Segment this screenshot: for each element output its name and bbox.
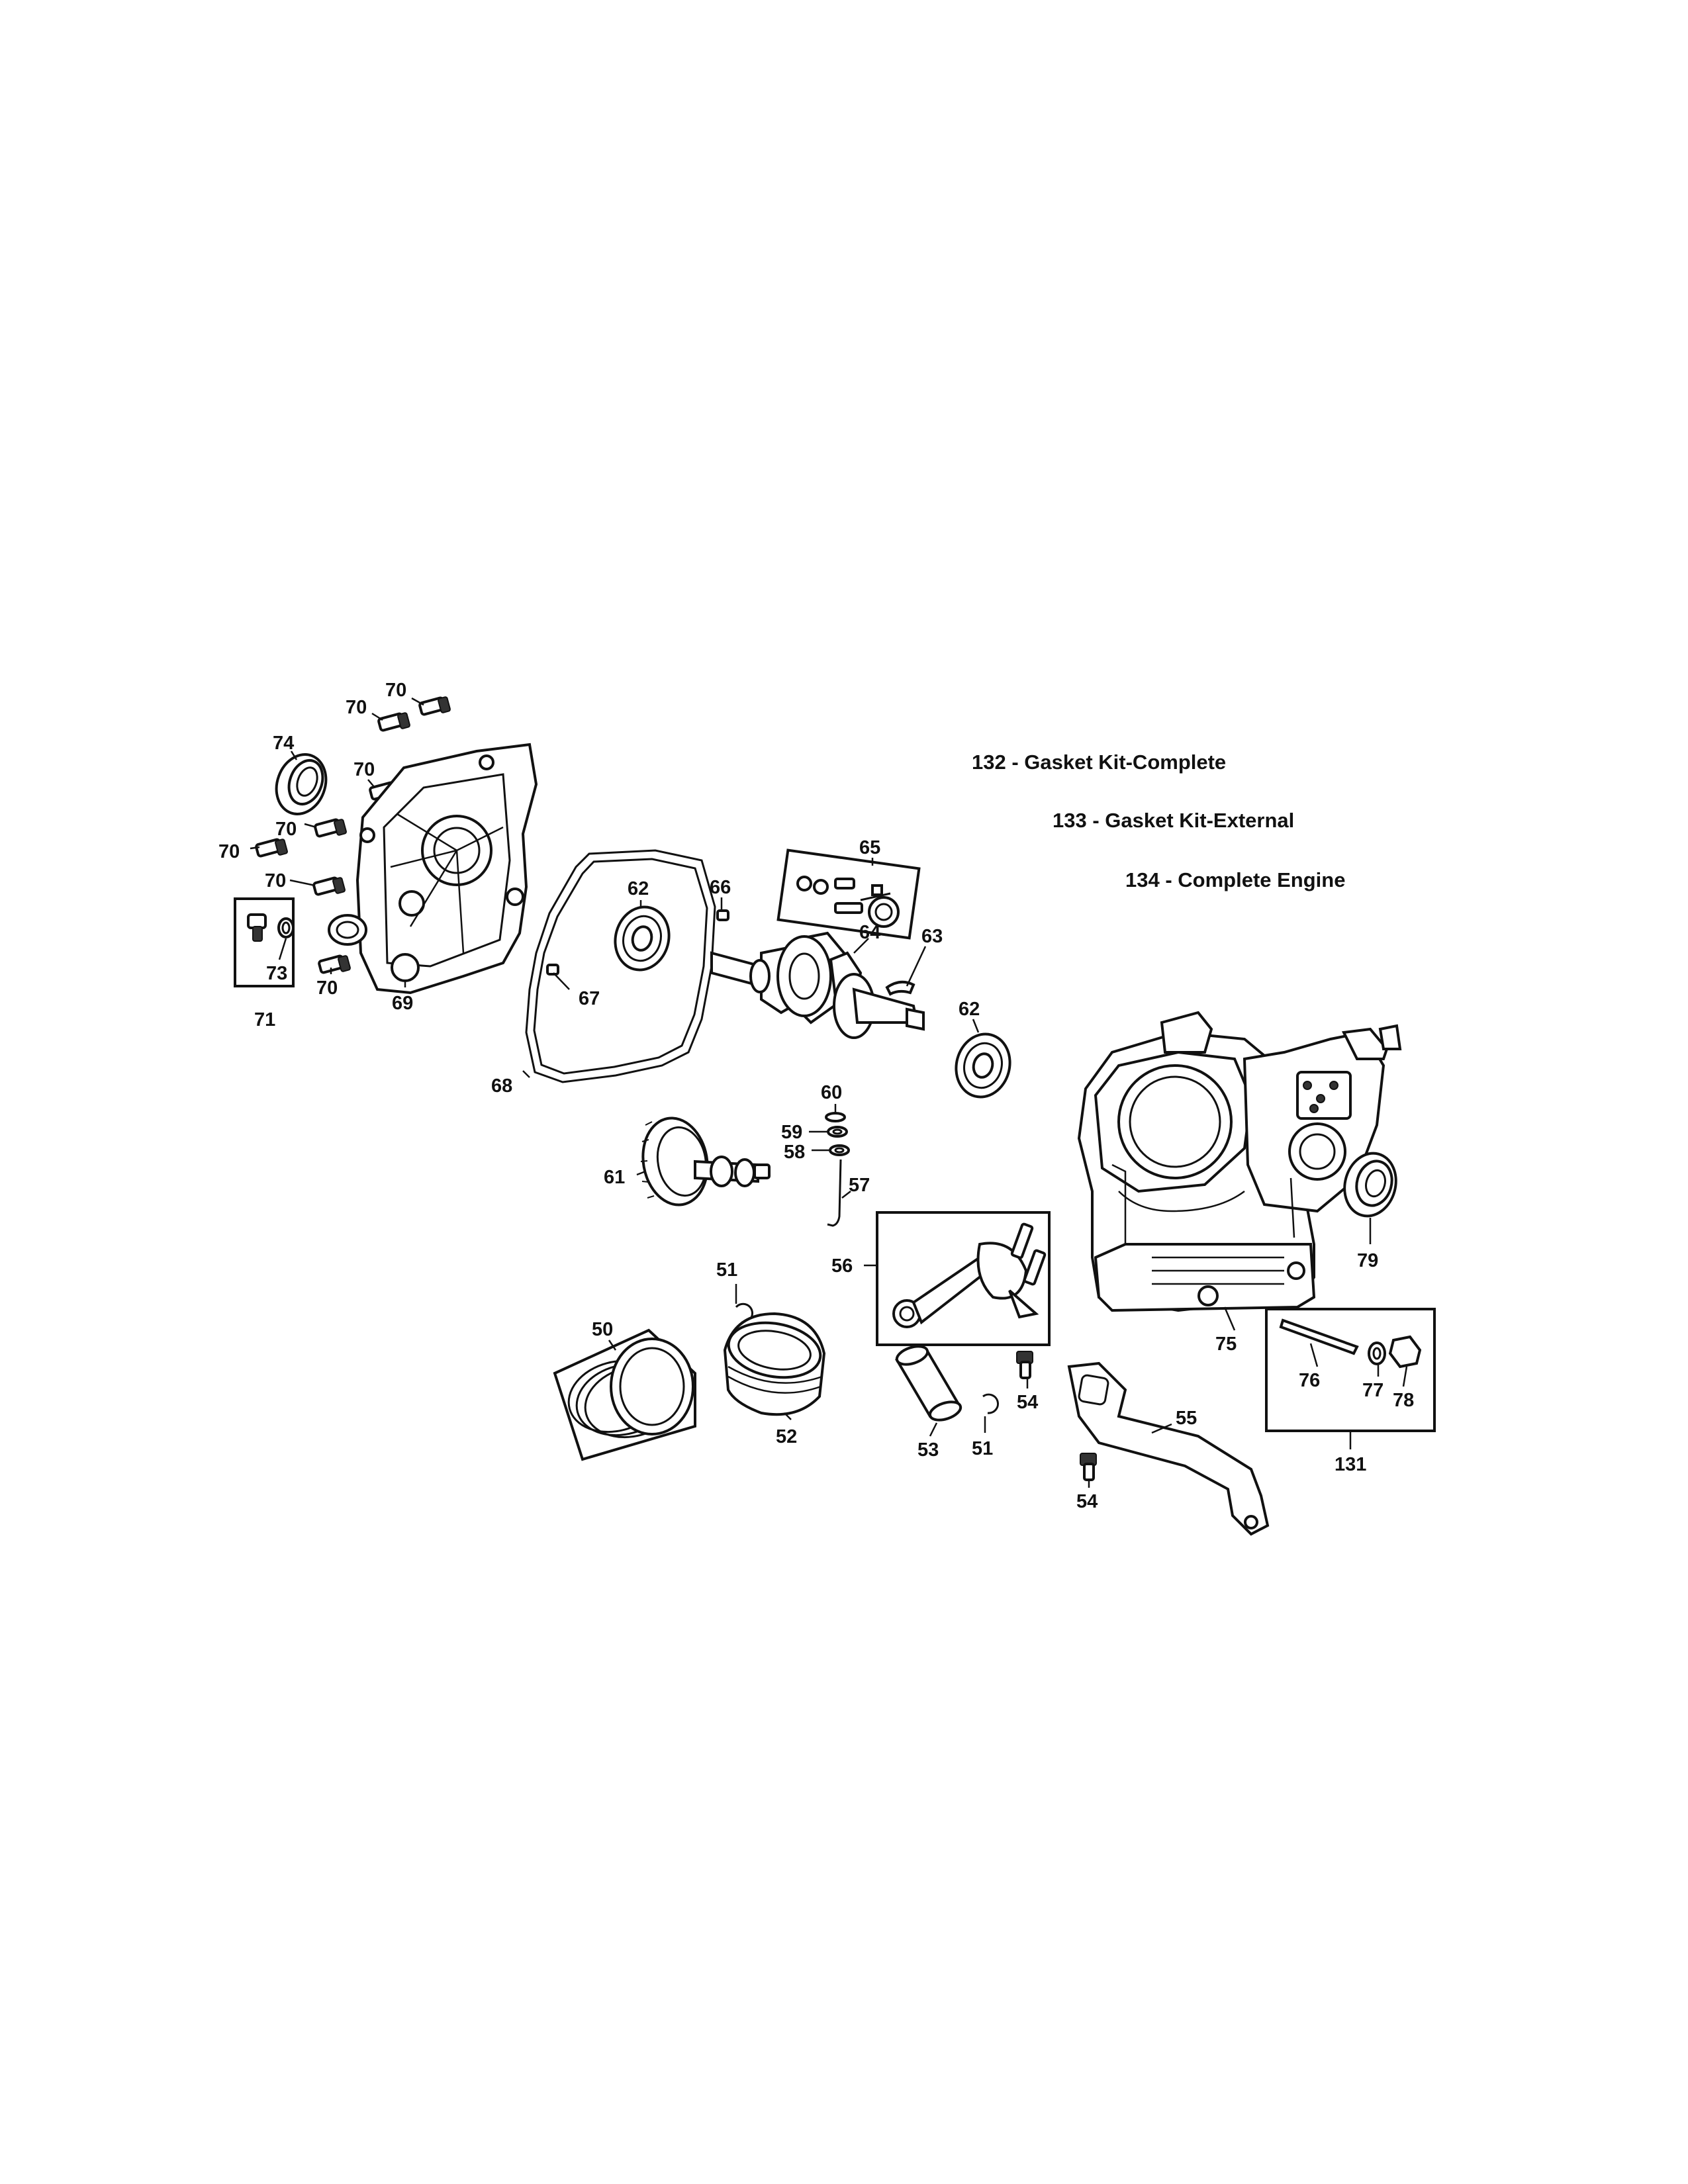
crankcase-cover-69 (328, 743, 538, 995)
leader-lines (250, 697, 1408, 1488)
callout-62-b: 62 (959, 999, 980, 1020)
callout-67: 67 (579, 988, 600, 1009)
oil-seal-79 (1343, 1152, 1397, 1218)
oil-fill-parts-131 (1279, 1318, 1422, 1369)
callout-57: 57 (849, 1175, 870, 1196)
dowel-pin-66 (716, 909, 729, 921)
callout-box-71 (234, 897, 295, 987)
crankshaft-64 (710, 931, 925, 1039)
governor-assembly-65 (796, 876, 900, 928)
callout-66: 66 (710, 877, 731, 898)
callout-77: 77 (1362, 1380, 1383, 1401)
callout-74: 74 (273, 733, 294, 754)
callout-labels: 70 70 74 70 70 70 70 71 73 70 69 62 66 6… (218, 680, 1414, 1512)
callout-61: 61 (604, 1167, 625, 1188)
kit-note-134: 134 - Complete Engine (1125, 868, 1345, 891)
callout-70-b: 70 (346, 697, 367, 718)
callout-63: 63 (921, 926, 943, 947)
callout-50: 50 (592, 1319, 613, 1340)
callout-box-56 (876, 1211, 1051, 1346)
bolt-70-a (418, 696, 451, 716)
piston-pin-53 (895, 1345, 962, 1422)
bolt-70-d (314, 818, 347, 838)
bearing-62-b (955, 1032, 1011, 1099)
bracket-55 (1067, 1361, 1270, 1536)
callout-54-a: 54 (1017, 1392, 1038, 1413)
callout-59: 59 (781, 1122, 802, 1143)
callout-76: 76 (1299, 1370, 1320, 1391)
callout-62-a: 62 (628, 878, 649, 899)
callout-78: 78 (1393, 1390, 1414, 1411)
callout-70-f: 70 (265, 870, 286, 891)
callout-64: 64 (859, 922, 880, 943)
oil-seal-74 (275, 753, 328, 815)
engine-block-75 (1077, 1011, 1402, 1312)
callout-54-b: 54 (1076, 1491, 1098, 1512)
callout-51-b: 51 (972, 1438, 993, 1459)
bolt-70-e (255, 838, 288, 858)
callout-60: 60 (821, 1082, 842, 1103)
bolt-70-b (377, 712, 410, 732)
callout-79: 79 (1357, 1250, 1378, 1271)
callout-75: 75 (1215, 1334, 1237, 1355)
callout-65: 65 (859, 837, 880, 858)
callout-131: 131 (1335, 1454, 1366, 1475)
callout-53: 53 (917, 1439, 939, 1461)
bolt-70-f (312, 876, 346, 896)
callout-70-g: 70 (316, 978, 338, 999)
bolt-70-g (318, 954, 351, 974)
callout-58: 58 (784, 1142, 805, 1163)
camshaft-61 (640, 1116, 771, 1206)
drain-plug-71 (247, 913, 295, 942)
callout-68: 68 (491, 1075, 512, 1097)
piston-rings-50 (567, 1338, 694, 1439)
callout-69: 69 (392, 993, 413, 1014)
callout-box-50 (553, 1328, 696, 1461)
bolt-54-b (1080, 1453, 1097, 1481)
callout-71: 71 (254, 1009, 275, 1030)
callout-70-e: 70 (218, 841, 240, 862)
callout-box-65 (776, 848, 921, 940)
bearing-62-a (614, 905, 671, 972)
bolt-54-a (1016, 1351, 1033, 1379)
callout-70-a: 70 (385, 680, 406, 701)
kit-note-133: 133 - Gasket Kit-External (1053, 809, 1294, 832)
callout-70-d: 70 (275, 819, 297, 840)
connecting-rod-56 (892, 1222, 1047, 1328)
dowel-pin-67 (546, 964, 559, 976)
callout-73: 73 (266, 963, 287, 984)
callout-55: 55 (1176, 1408, 1197, 1429)
callout-56: 56 (831, 1255, 853, 1277)
piston-pin-clip-51-b (982, 1393, 1000, 1414)
woodruff-key-63 (885, 980, 915, 996)
callout-52: 52 (776, 1426, 797, 1447)
callout-70-c: 70 (353, 759, 375, 780)
governor-parts-57-60 (825, 1112, 850, 1227)
kit-note-132: 132 - Gasket Kit-Complete (972, 751, 1226, 774)
callout-51-a: 51 (716, 1259, 737, 1281)
piston-52 (723, 1312, 826, 1416)
